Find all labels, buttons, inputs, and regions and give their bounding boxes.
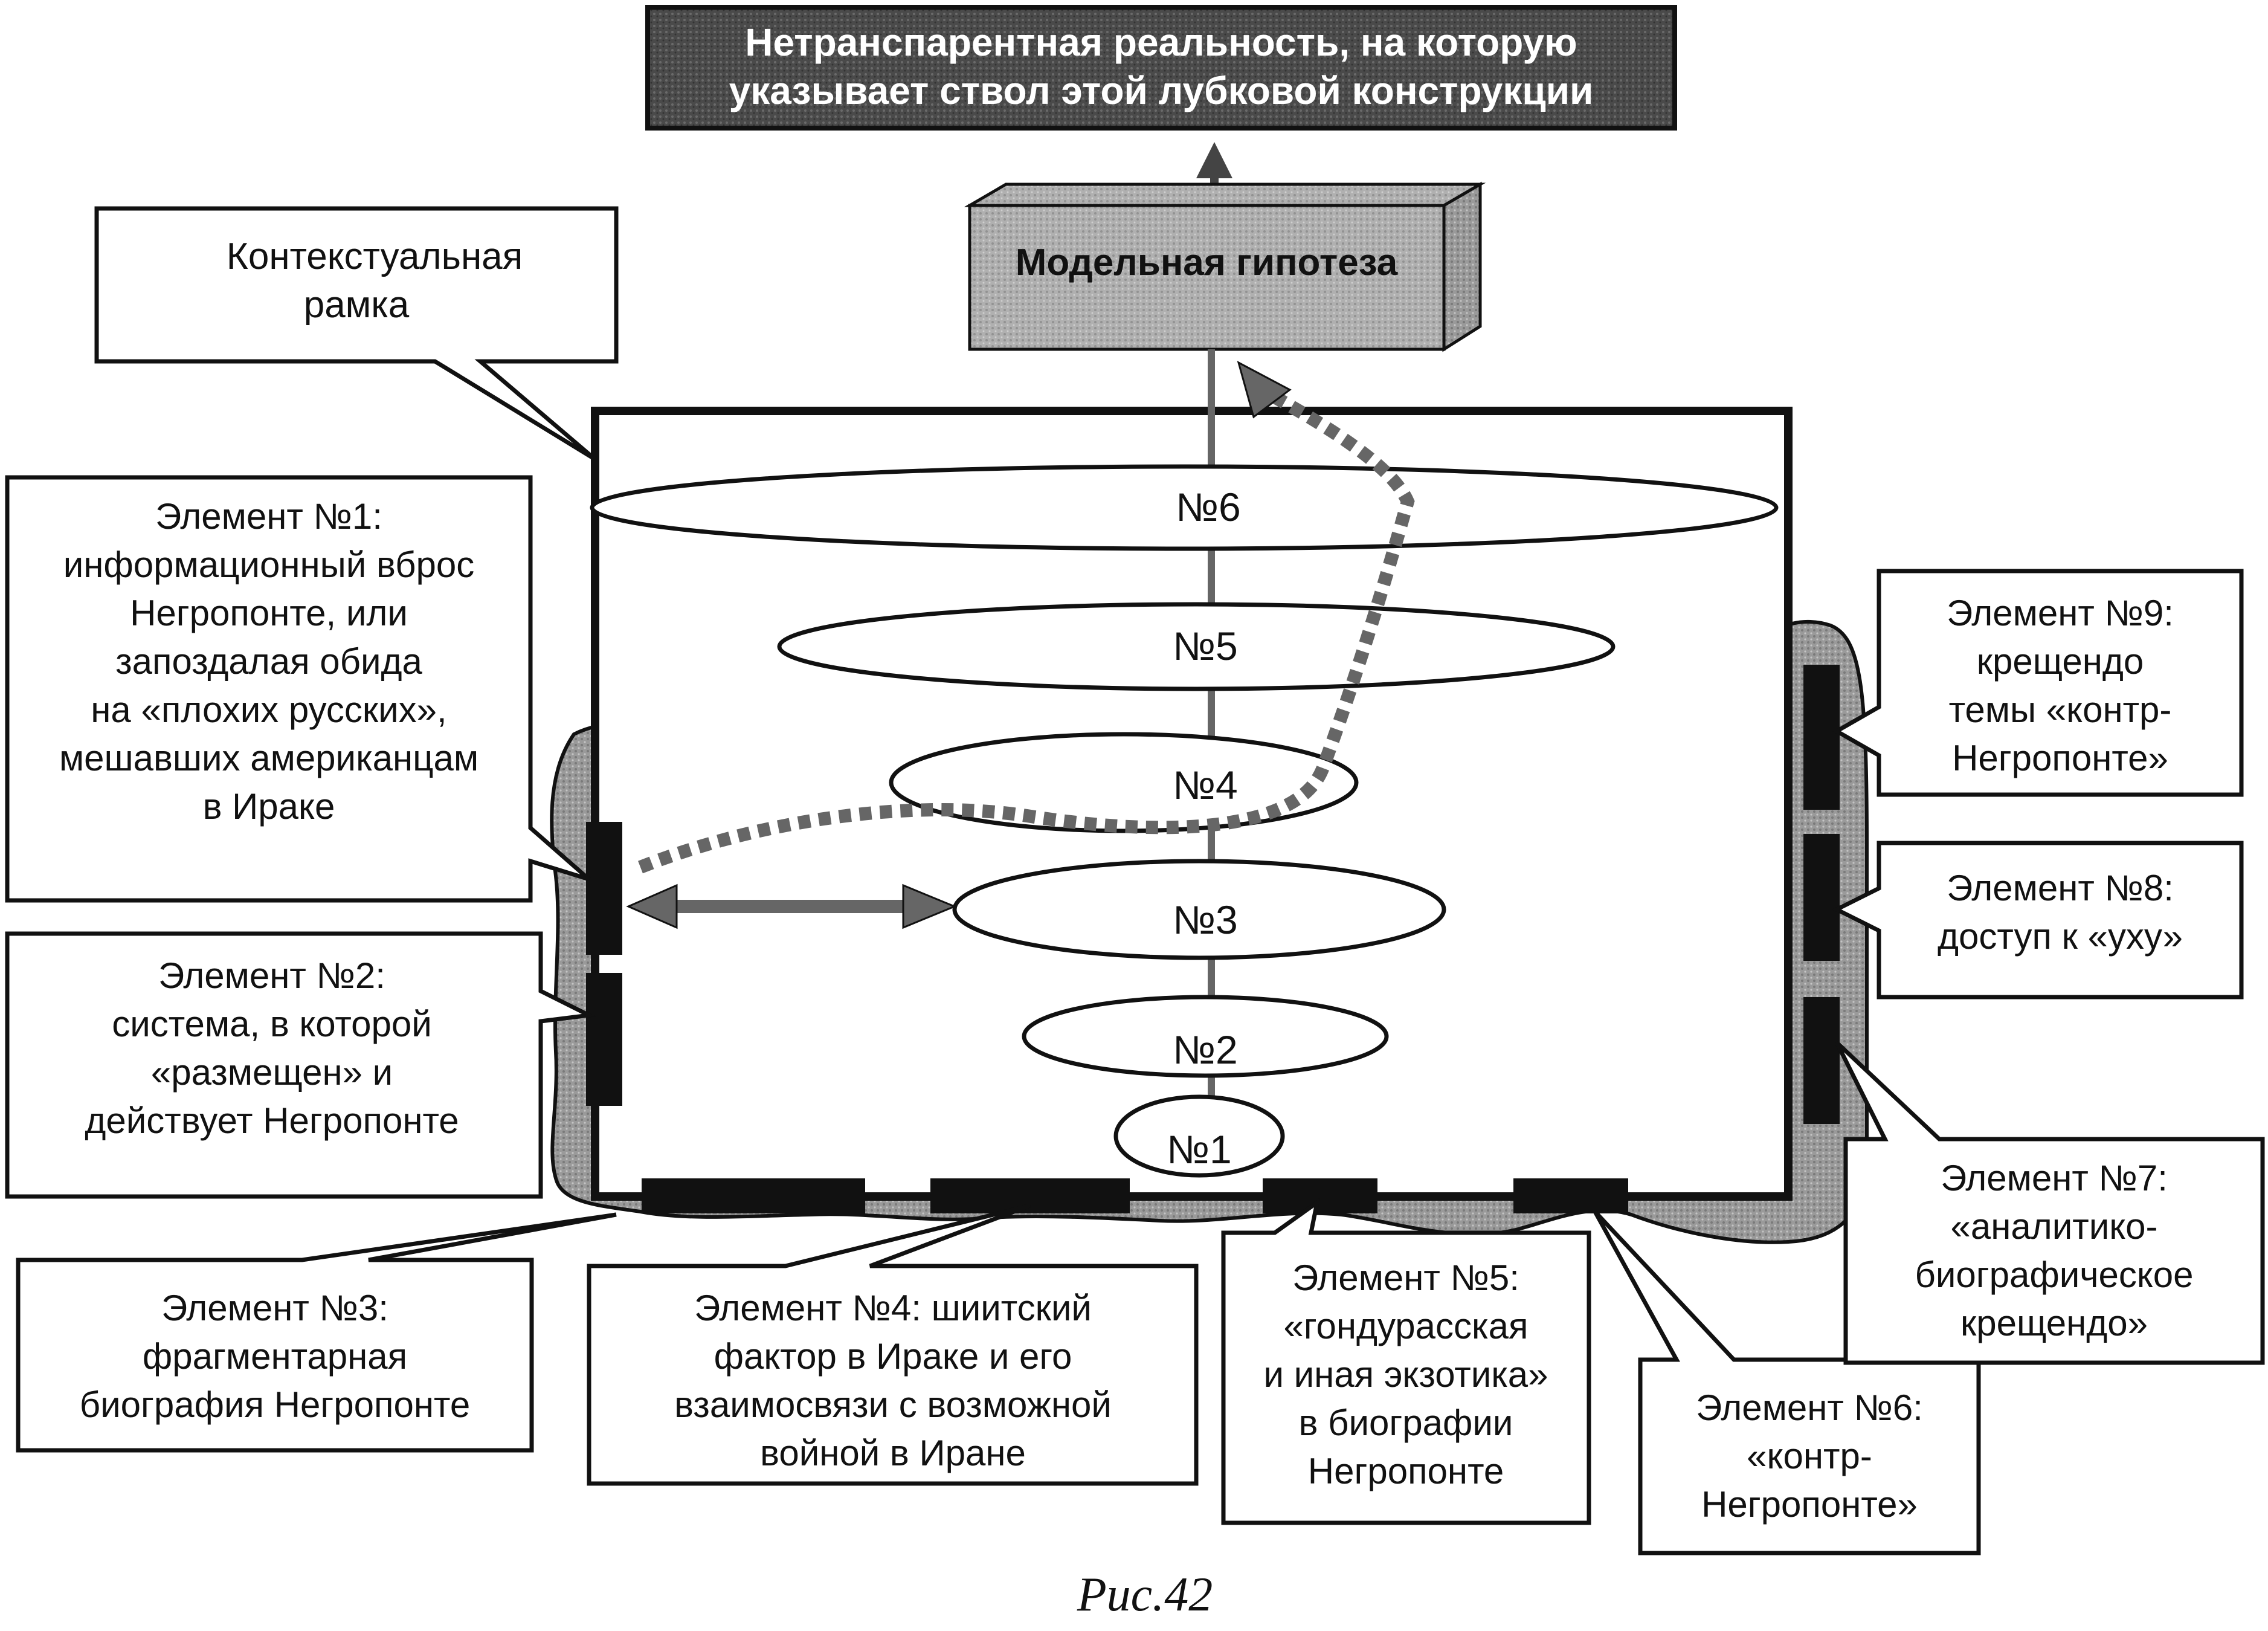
label-elements-e3-1: фрагментарная bbox=[143, 1336, 407, 1377]
label-elements-e6-0: Элемент №6: bbox=[1696, 1387, 1923, 1428]
label-elements-e7-3: крещендо» bbox=[1960, 1303, 2148, 1343]
label-elements-e4-3: войной в Иране bbox=[760, 1433, 1026, 1473]
double-arrow-e1-n3 bbox=[626, 883, 957, 929]
label-elements-e2-2: «размещен» и bbox=[151, 1052, 393, 1093]
target-line-1: Нетранспарентная реальность, на которую bbox=[745, 21, 1577, 64]
label-elements-e6-2: Негропонте» bbox=[1701, 1484, 1918, 1525]
label-elements-e5-2: и иная экзотика» bbox=[1263, 1354, 1548, 1395]
element-9-callout: Элемент №9: крещендо темы «контр- Негроп… bbox=[1832, 569, 2244, 797]
ellipse-label-4: №4 bbox=[1173, 763, 1238, 807]
ellipse-label-1: №1 bbox=[1167, 1127, 1232, 1172]
label-elements-e5-0: Элемент №5: bbox=[1292, 1258, 1519, 1298]
label-elements-e6-1: «контр- bbox=[1747, 1436, 1872, 1476]
label-elements-e9-0: Элемент №9: bbox=[1947, 593, 2174, 633]
dotted-arrow-head bbox=[1237, 361, 1292, 419]
label-elements-e4-0: Элемент №4: шиитский bbox=[694, 1288, 1092, 1328]
element-markers bbox=[586, 665, 1840, 1213]
label-elements-e1-3: запоздалая обида bbox=[115, 641, 422, 682]
label-elements-e4-2: взаимосвязи с возможной bbox=[674, 1384, 1112, 1425]
label-elements-e1-6: в Ираке bbox=[203, 786, 335, 827]
label-elements-e2-0: Элемент №2: bbox=[158, 955, 385, 996]
label-elements-e7-2: биографическое bbox=[1915, 1255, 2193, 1295]
label-elements-e5-4: Негропонте bbox=[1308, 1451, 1504, 1491]
ellipse-label-3: №3 bbox=[1173, 897, 1238, 942]
target-reality-box: Нетранспарентная реальность, на которую … bbox=[645, 5, 1677, 131]
context-line-2: рамка bbox=[304, 284, 410, 326]
label-elements-e2-3: действует Негропонте bbox=[85, 1100, 459, 1141]
label-elements-e9-3: Негропонте» bbox=[1952, 738, 2168, 778]
element-7-callout: Элемент №7: «аналитико- биографическое к… bbox=[1834, 1041, 2265, 1365]
label-elements-e4-1: фактор в Ираке и его bbox=[714, 1336, 1072, 1377]
label-elements-e9-2: темы «контр- bbox=[1949, 690, 2172, 730]
label-elements-e7-0: Элемент №7: bbox=[1941, 1158, 2168, 1198]
label-elements-e3-0: Элемент №3: bbox=[161, 1288, 388, 1328]
label-elements-e3-2: биография Негропонте bbox=[80, 1384, 470, 1425]
label-elements-e1-5: мешавших американцам bbox=[59, 738, 478, 778]
label-elements-e1-4: на «плохих русских», bbox=[91, 690, 446, 730]
element-8-callout: Элемент №8: доступ к «уху» bbox=[1832, 841, 2244, 1000]
element-2-callout: Элемент №2: система, в которой «размещен… bbox=[5, 931, 596, 1199]
figure-caption: Рис.42 bbox=[1077, 1568, 1213, 1621]
label-elements-e1-1: информационный вброс bbox=[63, 544, 475, 585]
ellipse-stack: №6 №5 №4 №3 №2 №1 bbox=[590, 464, 1779, 1178]
hypothesis-label: Модельная гипотеза bbox=[1016, 242, 1398, 283]
element-3-callout: Элемент №3: фрагментарная биография Негр… bbox=[16, 1212, 617, 1453]
label-elements-e8-0: Элемент №8: bbox=[1947, 868, 2174, 908]
label-elements-e8-1: доступ к «уху» bbox=[1938, 916, 2183, 957]
ellipse-label-2: №2 bbox=[1173, 1027, 1238, 1072]
label-elements-e5-1: «гондурасская bbox=[1284, 1306, 1529, 1346]
ellipse-label-6: №6 bbox=[1176, 485, 1241, 529]
model-hypothesis-block: Модельная гипотеза bbox=[964, 181, 1486, 352]
target-line-2: указывает ствол этой лубковой конструкци… bbox=[729, 69, 1594, 112]
element-1-callout: Элемент №1: информационный вброс Негропо… bbox=[5, 475, 591, 903]
label-elements-e9-1: крещендо bbox=[1977, 641, 2144, 682]
dotted-feedback-arrow bbox=[637, 381, 1415, 874]
label-elements-e7-1: «аналитико- bbox=[1950, 1206, 2157, 1247]
label-elements-e5-3: в биографии bbox=[1299, 1403, 1513, 1443]
element-4-callout: Элемент №4: шиитский фактор в Ираке и ег… bbox=[587, 1203, 1199, 1486]
element-5-callout: Элемент №5: «гондурасская и иная экзотик… bbox=[1221, 1198, 1591, 1525]
stem-arrow-up bbox=[1196, 142, 1232, 187]
label-elements-e1-2: Негропонте, или bbox=[130, 593, 408, 633]
label-elements-e1-0: Элемент №1: bbox=[155, 496, 382, 537]
context-frame-callout: Контекстуальная рамка bbox=[94, 206, 619, 461]
label-elements-e2-1: система, в которой bbox=[112, 1004, 432, 1044]
ellipse-label-5: №5 bbox=[1173, 624, 1238, 668]
context-line-1: Контекстуальная bbox=[227, 236, 523, 277]
